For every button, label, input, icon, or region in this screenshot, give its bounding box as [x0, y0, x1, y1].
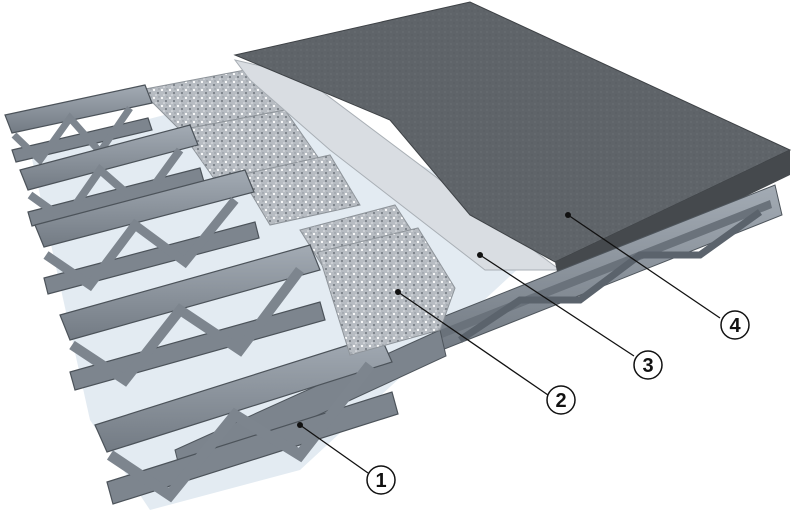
callout-2: 2 [546, 385, 576, 415]
leader-line-3 [479, 254, 635, 357]
insulation-front-block [317, 227, 456, 356]
leader-line-4 [567, 214, 721, 319]
callout-4-number: 4 [729, 315, 741, 337]
callout-4: 4 [720, 310, 750, 340]
callout-1: 1 [366, 465, 396, 495]
callout-1-number: 1 [375, 470, 386, 492]
truss-joist [19, 124, 205, 227]
truss-joist [59, 244, 326, 391]
callout-3-number: 3 [642, 355, 653, 377]
truss-joist [94, 334, 399, 505]
leader-line-1 [299, 424, 369, 474]
leader-lines [299, 214, 721, 474]
leader-dots [297, 212, 571, 428]
callout-2-number: 2 [555, 390, 566, 412]
callout-3: 3 [633, 350, 663, 380]
truss-joist [34, 169, 260, 295]
truss-joist [4, 84, 153, 166]
leader-line-2 [397, 291, 549, 396]
steel-truss-joists [4, 84, 399, 505]
